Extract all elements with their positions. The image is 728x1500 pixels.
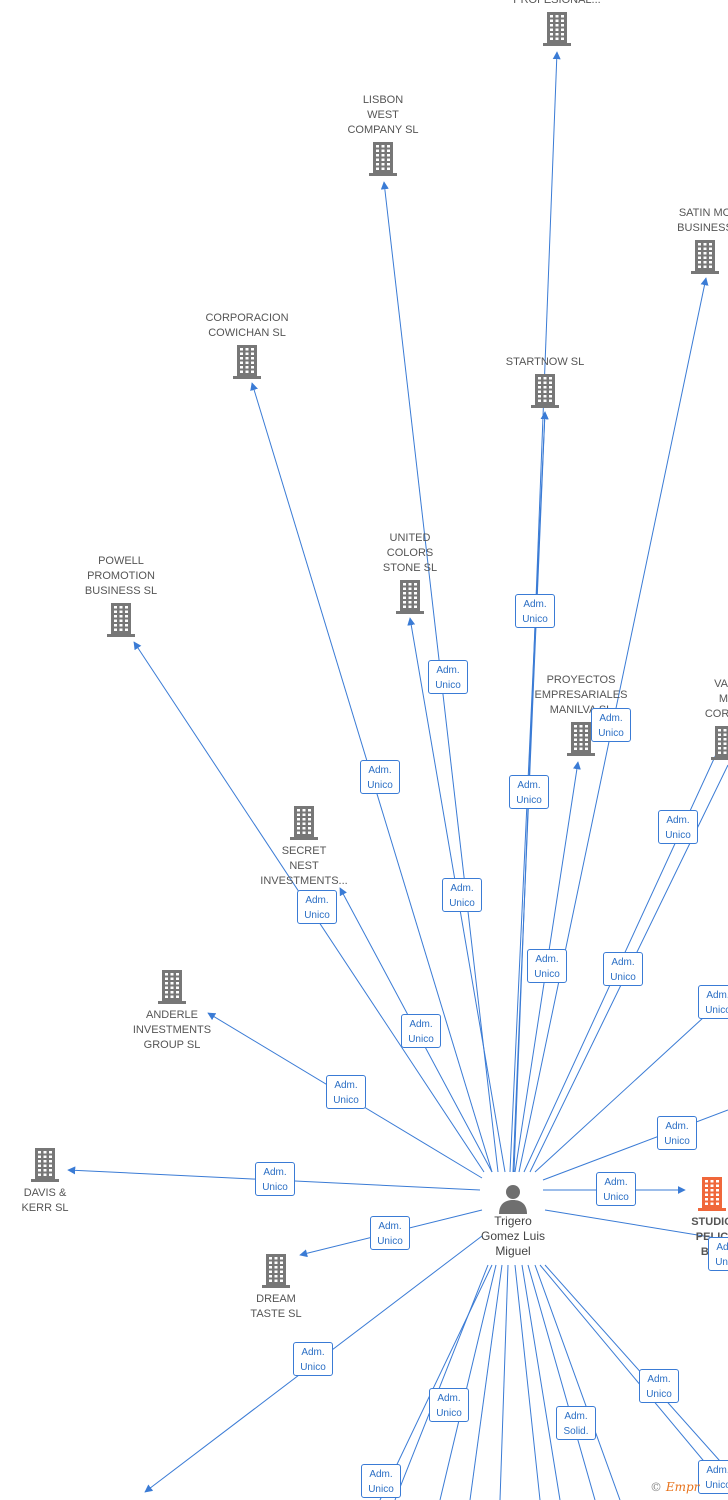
building-icon bbox=[369, 142, 397, 176]
building-icon bbox=[396, 580, 424, 614]
company-node-proyectos[interactable]: PROYECTOS EMPRESARIALES MANILVA SL bbox=[521, 673, 641, 756]
edge-line bbox=[379, 1264, 493, 1500]
company-node-studio[interactable]: STUDIO PELIC BAY bbox=[652, 1177, 728, 1260]
edge-line bbox=[394, 1264, 489, 1500]
company-label: STARTNOW SL bbox=[505, 356, 585, 368]
role-badge[interactable]: Adm. Unico bbox=[361, 1464, 401, 1498]
edge-line bbox=[544, 1209, 728, 1241]
company-node-secret[interactable]: SECRET NEST INVESTMENTS... bbox=[244, 806, 364, 889]
company-label: DAVIS & KERR SL bbox=[21, 1187, 69, 1214]
role-badge[interactable]: Adm. Unico bbox=[591, 708, 631, 742]
company-label: PROFESIONAL... bbox=[513, 0, 601, 6]
company-node-dream[interactable]: DREAM TASTE SL bbox=[216, 1254, 336, 1322]
role-badge[interactable]: Adm. Unico bbox=[698, 985, 728, 1019]
copyright-mark: © bbox=[650, 1480, 662, 1494]
company-label: SECRET NEST INVESTMENTS... bbox=[260, 845, 348, 887]
brand-name: Empr bbox=[665, 1480, 700, 1494]
role-badge[interactable]: Adm. Unico bbox=[658, 810, 698, 844]
highlight-building-icon bbox=[698, 1177, 726, 1211]
role-badge[interactable]: Adm. Unico bbox=[428, 660, 468, 694]
company-node-powell[interactable]: POWELL PROMOTION BUSINESS SL bbox=[61, 554, 181, 637]
building-icon bbox=[158, 970, 186, 1004]
role-badge[interactable]: Adm. Unico bbox=[442, 878, 482, 912]
company-label: DREAM TASTE SL bbox=[250, 1293, 302, 1320]
role-badge[interactable]: Adm. Unico bbox=[401, 1014, 441, 1048]
role-badge[interactable]: Adm. Unico bbox=[293, 1342, 333, 1376]
role-badge[interactable]: Adm. Unico bbox=[326, 1075, 366, 1109]
company-label: SATIN MO BUSINESS bbox=[677, 207, 728, 234]
role-badge[interactable]: Adm. Unico bbox=[255, 1162, 295, 1196]
edge-line bbox=[469, 1264, 503, 1500]
building-icon bbox=[31, 1148, 59, 1182]
edge-line bbox=[534, 1264, 621, 1500]
company-label: CORPORACION COWICHAN SL bbox=[205, 312, 289, 339]
company-label: ANDERLE INVESTMENTS GROUP SL bbox=[132, 1009, 212, 1051]
role-badge[interactable]: Adm. Unico bbox=[429, 1388, 469, 1422]
building-icon bbox=[262, 1254, 290, 1288]
role-badge[interactable]: Adm. Unico bbox=[370, 1216, 410, 1250]
building-icon bbox=[543, 12, 571, 46]
person-label: Trigero Gomez Luis Miguel bbox=[480, 1214, 546, 1258]
building-icon bbox=[691, 240, 719, 274]
building-icon bbox=[567, 722, 595, 756]
building-icon bbox=[531, 374, 559, 408]
company-node-startnow[interactable]: STARTNOW SL bbox=[485, 355, 605, 408]
edge-line bbox=[521, 1264, 561, 1500]
edge-line bbox=[527, 1264, 596, 1500]
edge-line bbox=[514, 1264, 541, 1500]
company-label: VAR MI CORPO bbox=[704, 678, 728, 720]
role-badge[interactable]: Adm. Unico bbox=[360, 760, 400, 794]
company-node-var[interactable]: VAR MI CORPO bbox=[665, 677, 728, 760]
role-badge[interactable]: Adm. Unico bbox=[527, 949, 567, 983]
edge-line bbox=[499, 1264, 509, 1500]
role-badge[interactable]: Adm. Unico bbox=[515, 594, 555, 628]
edge-line bbox=[439, 1264, 497, 1500]
role-badge[interactable]: Adm. Unico bbox=[698, 1460, 728, 1494]
company-node-cowichan[interactable]: CORPORACION COWICHAN SL bbox=[187, 311, 307, 379]
role-badge[interactable]: Adm. Solid. bbox=[556, 1406, 596, 1440]
role-badge[interactable]: Adm. Unico bbox=[603, 952, 643, 986]
building-icon bbox=[233, 345, 261, 379]
role-badge[interactable]: Adm. Unico bbox=[639, 1369, 679, 1403]
role-badge[interactable]: Adm. Unico bbox=[708, 1237, 728, 1271]
building-icon bbox=[107, 603, 135, 637]
company-label: LISBON WEST COMPANY SL bbox=[347, 94, 419, 136]
building-icon bbox=[290, 806, 318, 840]
role-badge[interactable]: Adm. Unico bbox=[509, 775, 549, 809]
company-node-profesional[interactable]: PROFESIONAL... bbox=[497, 0, 617, 46]
company-label: POWELL PROMOTION BUSINESS SL bbox=[84, 555, 158, 597]
company-node-satin[interactable]: SATIN MO BUSINESS bbox=[645, 206, 728, 274]
building-icon bbox=[711, 726, 728, 760]
edge-line bbox=[542, 1109, 728, 1181]
person-icon bbox=[499, 1185, 527, 1214]
company-node-lisbon[interactable]: LISBON WEST COMPANY SL bbox=[323, 93, 443, 176]
edge-line bbox=[544, 1264, 728, 1471]
role-badge[interactable]: Adm. Unico bbox=[297, 890, 337, 924]
person-node[interactable]: Trigero Gomez Luis Miguel bbox=[453, 1184, 573, 1259]
edge-line bbox=[534, 994, 728, 1173]
company-label: UNITED COLORS STONE SL bbox=[382, 532, 438, 574]
role-badge[interactable]: Adm. Unico bbox=[657, 1116, 697, 1150]
company-node-united[interactable]: UNITED COLORS STONE SL bbox=[350, 531, 470, 614]
edge-line bbox=[539, 1264, 728, 1491]
role-badge[interactable]: Adm. Unico bbox=[596, 1172, 636, 1206]
company-node-anderle[interactable]: ANDERLE INVESTMENTS GROUP SL bbox=[112, 970, 232, 1053]
brand-logo[interactable]: © Empr bbox=[650, 1480, 699, 1500]
company-node-davis[interactable]: DAVIS & KERR SL bbox=[0, 1148, 105, 1216]
